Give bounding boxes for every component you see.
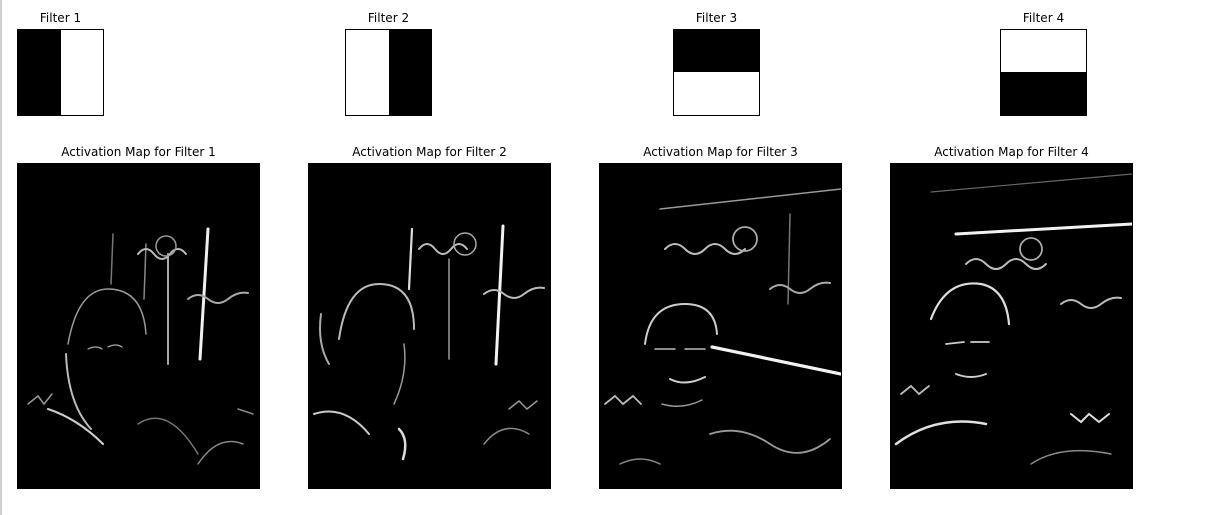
activation-map-4 bbox=[890, 163, 1133, 489]
map-2-title: Activation Map for Filter 2 bbox=[352, 145, 507, 159]
activation-map-1-image bbox=[27, 227, 254, 465]
filter-4-dark-half bbox=[1001, 72, 1086, 115]
filter-2-kernel bbox=[345, 29, 432, 116]
activation-map-1 bbox=[17, 163, 260, 489]
filter-3-kernel bbox=[673, 29, 760, 116]
filter-1-dark-half bbox=[18, 30, 61, 115]
activation-map-2 bbox=[308, 163, 551, 489]
filter-2-title: Filter 2 bbox=[367, 11, 410, 25]
filter-1-kernel bbox=[17, 29, 104, 116]
filter-3-title: Filter 3 bbox=[695, 11, 738, 25]
filter-4-kernel bbox=[1000, 29, 1087, 116]
filter-3-dark-half bbox=[674, 30, 759, 72]
activation-map-2-image bbox=[313, 224, 545, 461]
activation-map-3-image bbox=[604, 188, 841, 465]
map-4-title: Activation Map for Filter 4 bbox=[934, 145, 1089, 159]
activation-map-3 bbox=[599, 163, 842, 489]
filter-1-title: Filter 1 bbox=[39, 11, 82, 25]
map-3-title: Activation Map for Filter 3 bbox=[643, 145, 798, 159]
filter-4-title: Filter 4 bbox=[1022, 11, 1065, 25]
activation-map-4-image bbox=[894, 173, 1132, 465]
filter-2-dark-half bbox=[389, 30, 431, 115]
map-1-title: Activation Map for Filter 1 bbox=[61, 145, 216, 159]
